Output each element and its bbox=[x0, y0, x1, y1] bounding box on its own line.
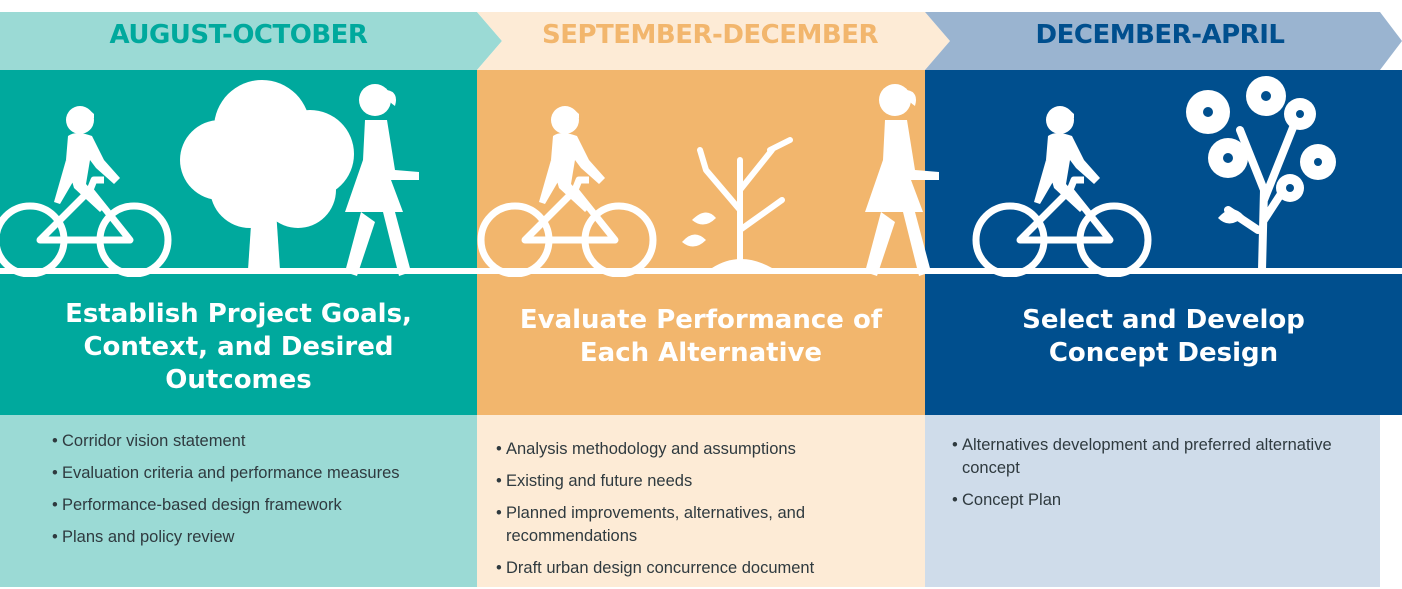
banner-chevron-1 bbox=[0, 12, 502, 70]
timeline-banner bbox=[0, 12, 1402, 70]
phase-3-dates: DECEMBER-APRIL bbox=[1035, 20, 1285, 50]
phase-1-deliverables: Corridor vision statement Evaluation cri… bbox=[52, 430, 432, 558]
list-item: Plans and policy review bbox=[52, 526, 432, 549]
phase-3-deliverables: Alternatives development and preferred a… bbox=[952, 434, 1352, 521]
pedestrian-icon bbox=[345, 84, 419, 276]
full-tree-icon bbox=[180, 80, 354, 270]
pedestrian-icon bbox=[865, 84, 939, 276]
illustration-row bbox=[0, 76, 1402, 277]
banner-chevron-2 bbox=[477, 12, 950, 70]
phase-2-dates: SEPTEMBER-DECEMBER bbox=[542, 20, 878, 50]
phase-2-deliverables: Analysis methodology and assumptions Exi… bbox=[496, 438, 906, 589]
list-item: Existing and future needs bbox=[496, 470, 906, 493]
phase-3-title: Select and Develop Concept Design bbox=[1022, 305, 1305, 368]
list-item: Evaluation criteria and performance meas… bbox=[52, 462, 432, 485]
phase-2-title: Evaluate Performance of Each Alternative bbox=[519, 305, 883, 368]
sapling-icon bbox=[682, 137, 793, 271]
phase-3-panel bbox=[925, 70, 1402, 415]
banner-chevron-3 bbox=[925, 12, 1402, 70]
cyclist-icon bbox=[0, 106, 168, 274]
cyclist-icon bbox=[976, 106, 1148, 274]
list-item: Planned improvements, alternatives, and … bbox=[496, 502, 906, 548]
list-item: Draft urban design concurrence document bbox=[496, 557, 906, 580]
phase-1-title: Establish Project Goals, Context, and De… bbox=[65, 298, 412, 395]
list-item: Analysis methodology and assumptions bbox=[496, 438, 906, 461]
list-item: Corridor vision statement bbox=[52, 430, 432, 453]
list-item: Concept Plan bbox=[952, 489, 1352, 512]
cyclist-icon bbox=[481, 106, 653, 274]
blossom-tree-icon bbox=[1186, 76, 1336, 274]
ground-line bbox=[0, 268, 1402, 274]
list-item: Alternatives development and preferred a… bbox=[952, 434, 1352, 480]
phase-1-dates: AUGUST-OCTOBER bbox=[109, 20, 368, 50]
list-item: Performance-based design framework bbox=[52, 494, 432, 517]
